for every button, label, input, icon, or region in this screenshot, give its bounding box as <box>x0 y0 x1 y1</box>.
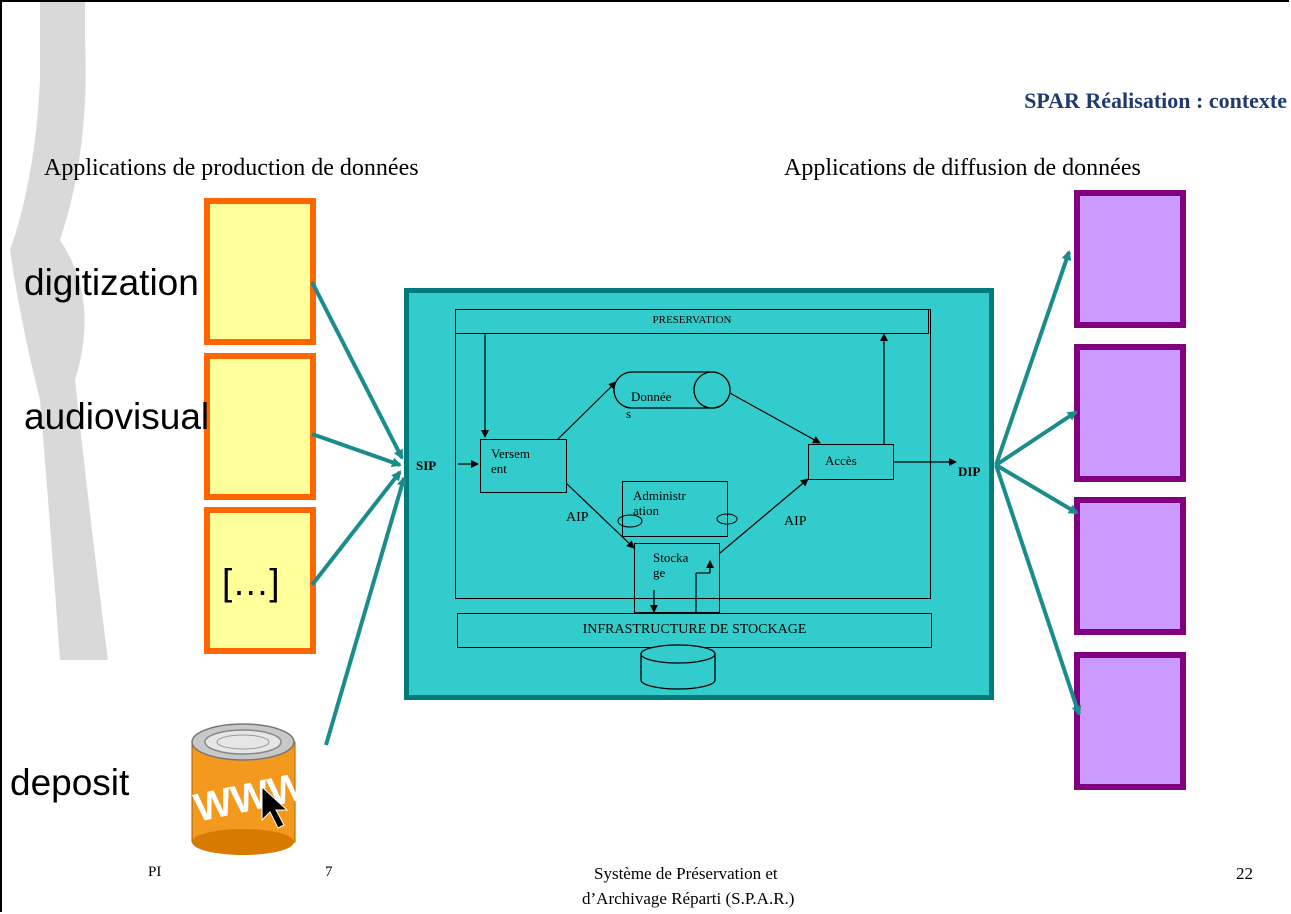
outgoing-arrows <box>994 250 1082 716</box>
diffusion-box-3 <box>1074 497 1186 635</box>
slide-title: SPAR Réalisation : contexte <box>1024 88 1287 113</box>
right-heading: Applications de diffusion de données <box>784 155 1141 181</box>
svg-text:s: s <box>626 406 631 421</box>
digitization-label: digitization <box>24 262 199 303</box>
footer-center-line2: d’Archivage Réparti (S.P.A.R.) <box>582 889 795 908</box>
deposit-label: deposit <box>10 762 130 803</box>
spar-system-box <box>404 288 994 700</box>
diffusion-box-4 <box>1074 652 1186 790</box>
left-heading: Applications de production de données <box>44 155 419 181</box>
audiovisual-label: audiovisual <box>24 396 210 437</box>
storage-disk-icon <box>640 644 716 690</box>
footer-left: PI <box>148 864 162 880</box>
preservation-band: PRESERVATION <box>455 309 929 334</box>
administration-box: Administr ation <box>622 481 728 537</box>
production-box-2 <box>204 353 316 500</box>
page-number: 22 <box>1236 864 1253 883</box>
other-sources-label: […] <box>222 562 280 603</box>
sip-label: SIP <box>416 458 437 473</box>
versement-box: Versem ent <box>480 439 567 493</box>
acces-box: Accès <box>808 444 894 480</box>
aip-left-label: AIP <box>566 510 589 525</box>
incoming-arrows <box>310 281 407 746</box>
aip-right-label: AIP <box>784 514 807 529</box>
decorative-bracket <box>10 0 108 660</box>
production-box-1 <box>204 198 316 345</box>
dip-label: DIP <box>958 464 981 479</box>
footer-center-line1: Système de Préservation et <box>594 864 778 883</box>
diffusion-box-2 <box>1074 344 1186 482</box>
cursor-icon <box>261 785 289 829</box>
datastore-shape <box>613 371 731 409</box>
preservation-label: PRESERVATION <box>652 314 732 326</box>
diffusion-box-1 <box>1074 190 1186 328</box>
stockage-box: Stocka ge <box>634 543 720 613</box>
svg-text:Donnée: Donnée <box>631 389 672 404</box>
www-can-icon: WWW <box>190 723 310 855</box>
footer-mid-number: 7 <box>325 864 333 880</box>
